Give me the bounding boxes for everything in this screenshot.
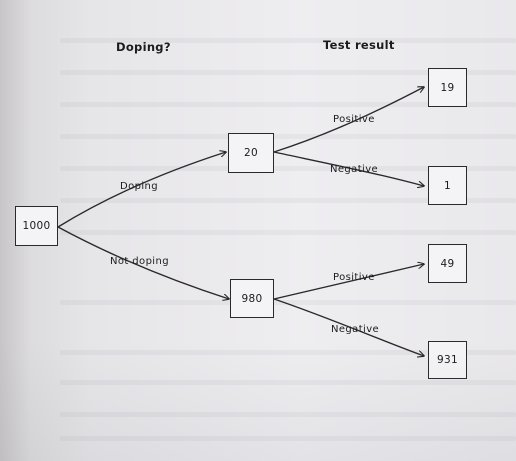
branch-label-positive-lower: Positive [333, 272, 375, 283]
header-doping: Doping? [116, 40, 171, 54]
header-test-result: Test result [323, 38, 395, 52]
branch-line-not-doping [57, 226, 229, 299]
branch-line-not-doping-positive [273, 264, 424, 300]
node-doping: 20 [228, 133, 274, 173]
branch-line-not-doping-negative [273, 298, 424, 356]
branch-line-doping-positive [273, 87, 424, 153]
branch-label-negative-upper: Negative [330, 164, 379, 175]
node-not-doping-positive: 49 [428, 244, 467, 283]
node-not-doping-negative: 931 [428, 341, 467, 379]
node-root: 1000 [15, 206, 58, 246]
branch-line-doping [57, 152, 226, 228]
branch-label-negative-lower: Negative [331, 324, 380, 335]
node-not-doping: 980 [230, 279, 274, 318]
branch-label-not-doping: Not doping [110, 256, 169, 267]
branch-label-doping: Doping [120, 181, 159, 192]
branch-label-positive-upper: Positive [333, 114, 375, 125]
node-doping-positive: 19 [428, 68, 467, 107]
branch-line-doping-negative [273, 151, 424, 186]
node-doping-negative: 1 [428, 166, 467, 205]
